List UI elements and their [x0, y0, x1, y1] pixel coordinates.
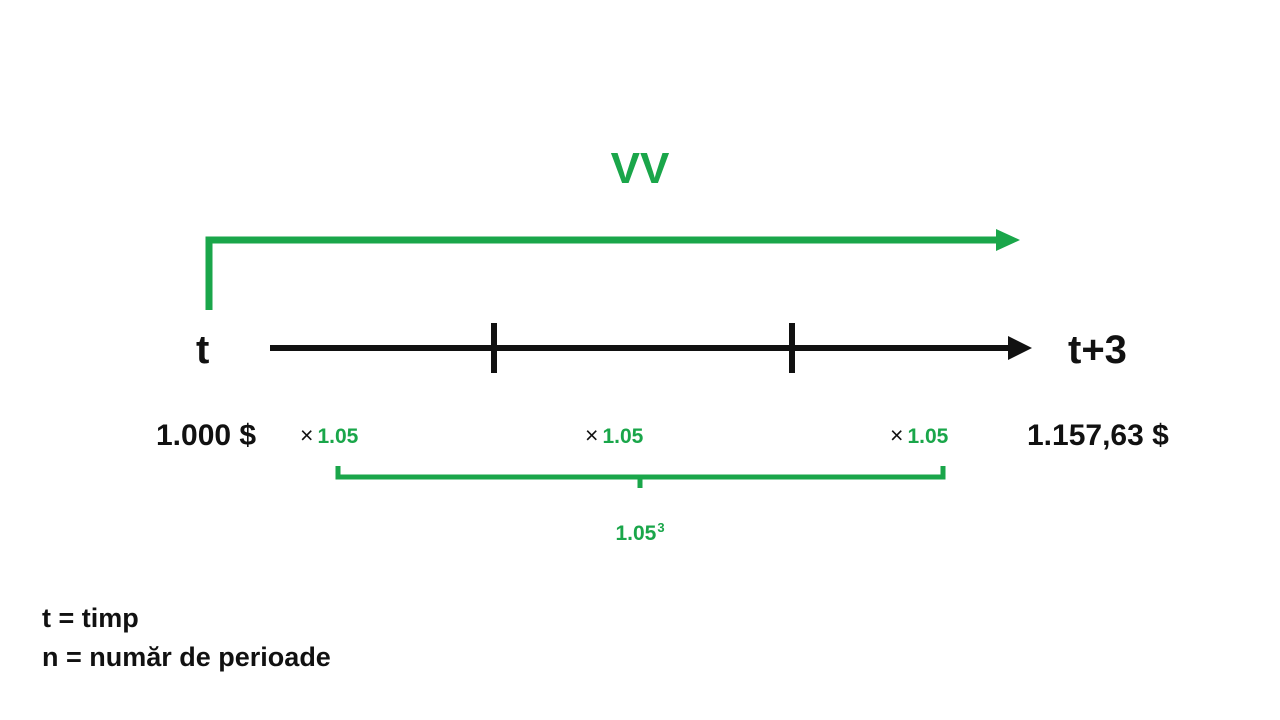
- period-multiplier: ×1.05: [300, 422, 359, 448]
- compound-brace: [335, 466, 946, 488]
- period-multiplier: ×1.05: [890, 422, 949, 448]
- times-symbol: ×: [890, 422, 904, 448]
- compound-factor: 1.053: [560, 521, 720, 544]
- legend-item: n = număr de perioade: [42, 642, 331, 672]
- present-value: 1.000 $: [156, 419, 257, 452]
- diagram-title: VV: [610, 144, 670, 193]
- legend-item: t = timp: [42, 603, 139, 633]
- times-symbol: ×: [585, 422, 599, 448]
- multiplier-value: 1.05: [317, 425, 359, 448]
- multiplier-value: 1.05: [602, 425, 644, 448]
- compound-exponent: 3: [657, 520, 665, 535]
- period-multiplier: ×1.05: [585, 422, 644, 448]
- timeline-end-label: t+3: [1068, 328, 1127, 372]
- timeline-axis: [270, 336, 1032, 360]
- future-value: 1.157,63 $: [1027, 419, 1169, 452]
- timeline-start-label: t: [196, 328, 210, 372]
- times-symbol: ×: [300, 422, 314, 448]
- future-value-arrow: [205, 229, 1020, 310]
- compound-base: 1.05: [615, 522, 657, 545]
- multiplier-value: 1.05: [907, 425, 949, 448]
